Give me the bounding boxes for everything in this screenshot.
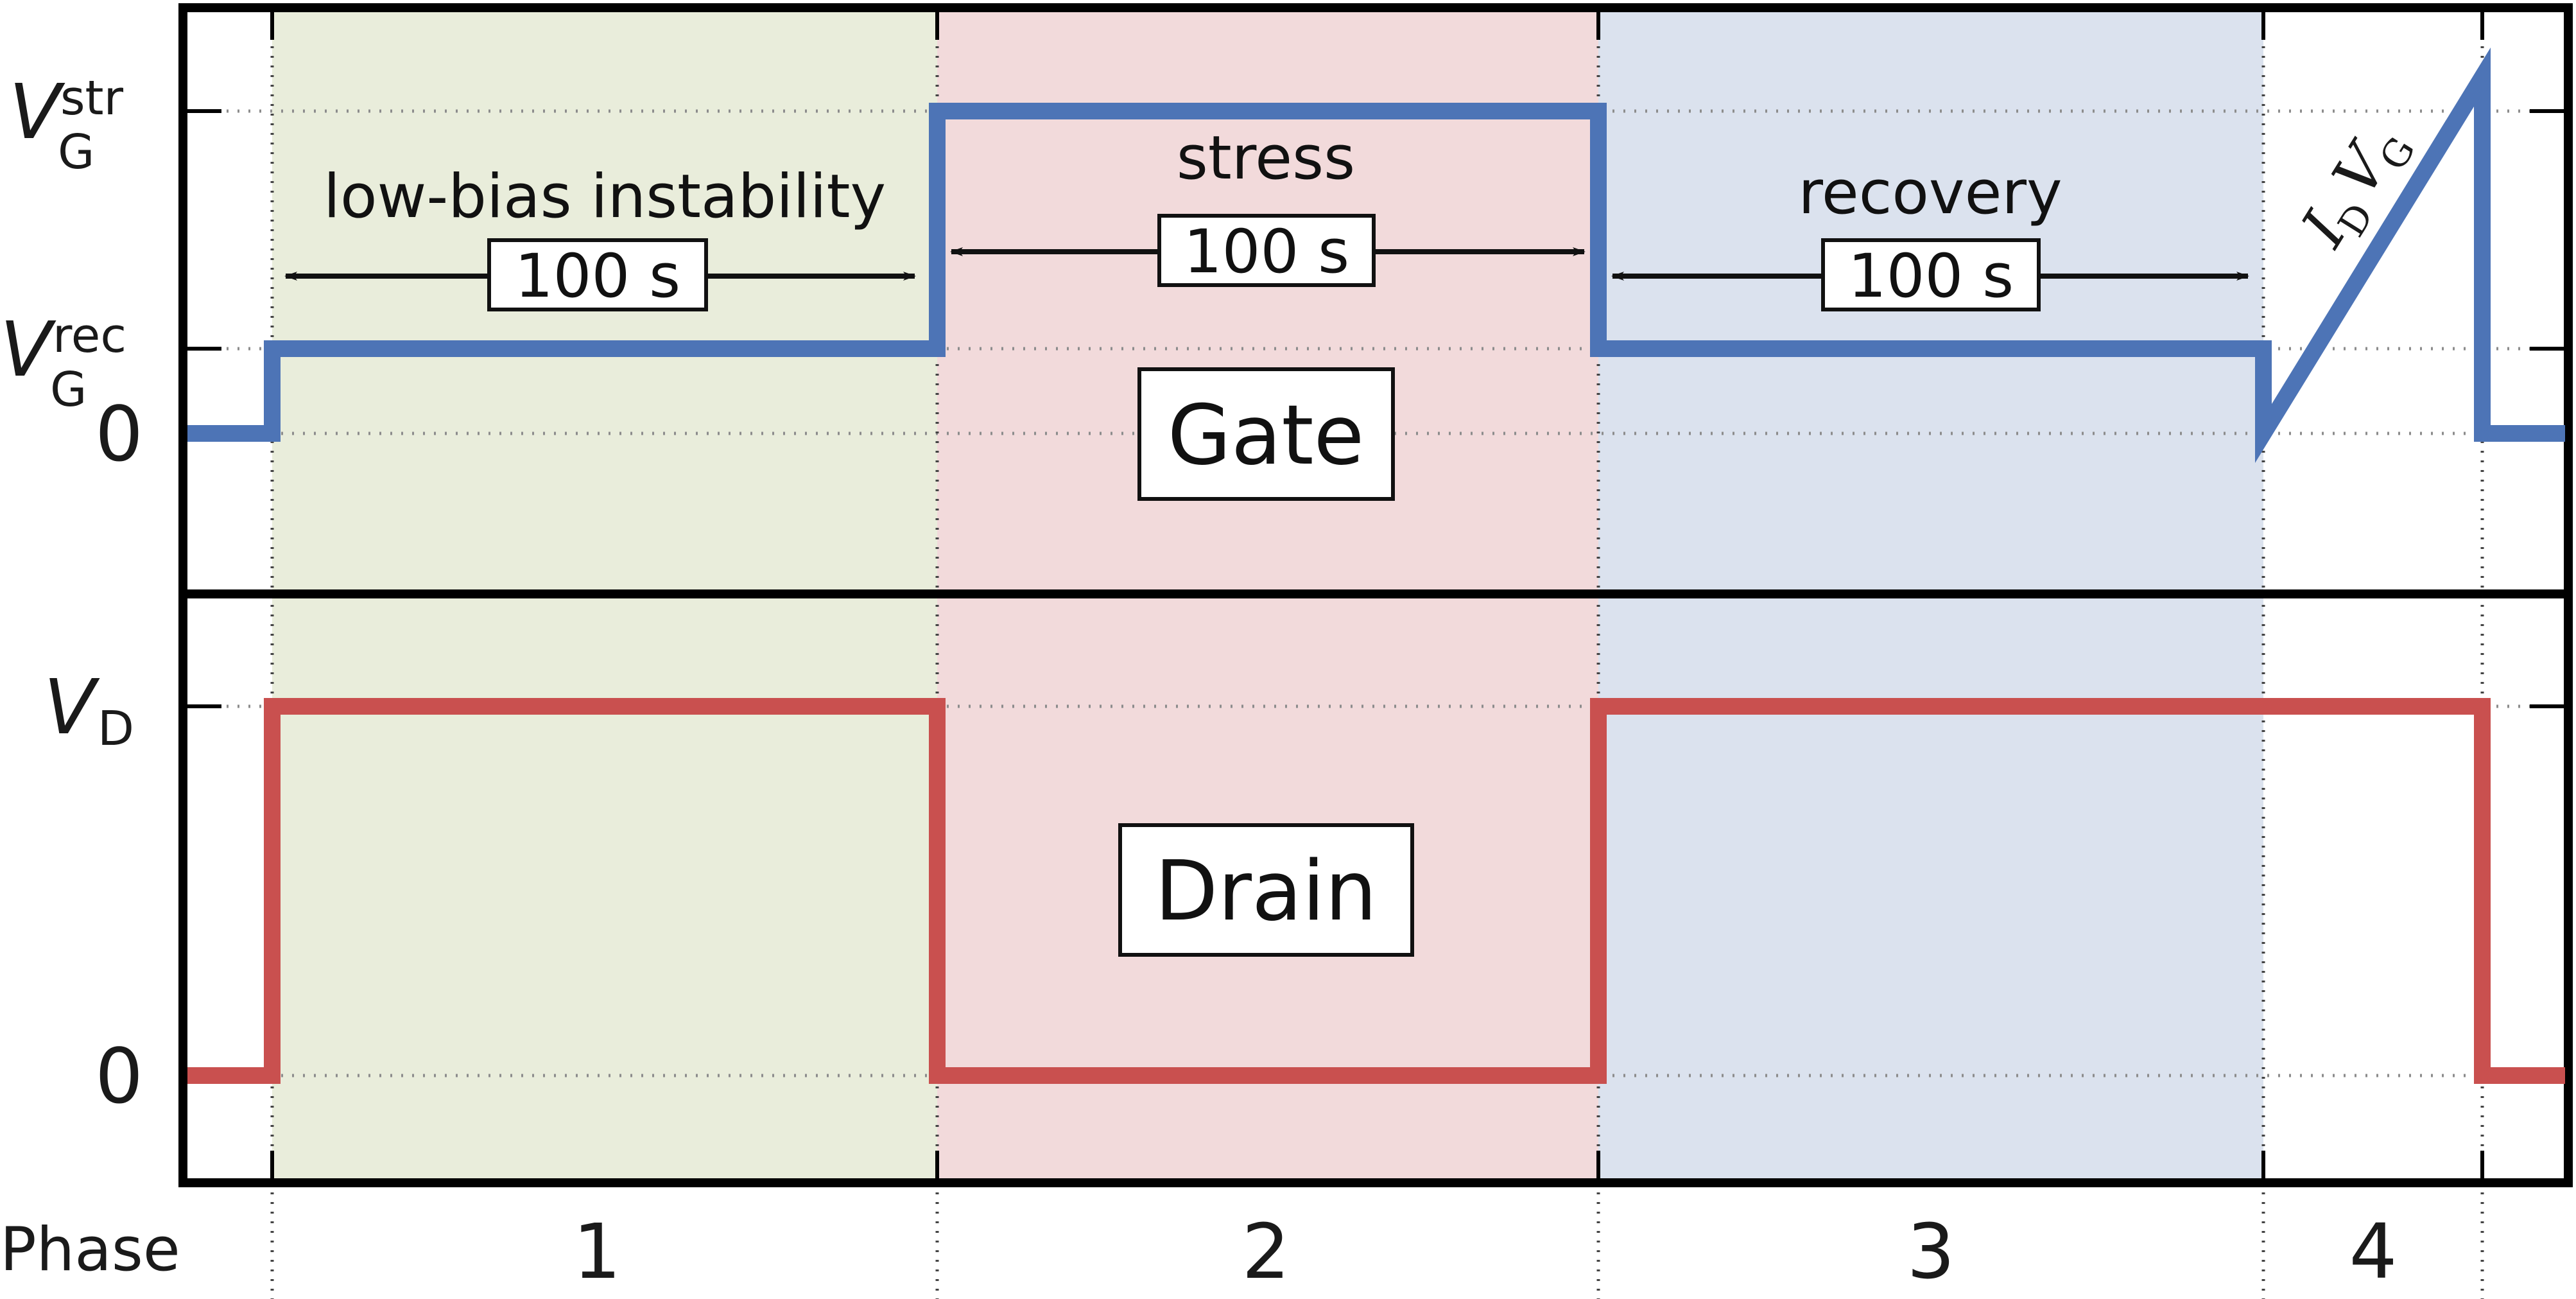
svg-text:G: G (50, 362, 87, 417)
phase1-duration-box (487, 238, 708, 311)
drain-panel-label: Drain (1155, 844, 1377, 939)
svg-text:rec: rec (53, 308, 126, 363)
gate-panel-label: Gate (1168, 388, 1365, 484)
label-vd: V D (44, 663, 134, 756)
phase2-duration-label: 100 s (1184, 217, 1349, 287)
drain-label-box (1118, 823, 1414, 957)
phase2-duration-box (1157, 214, 1376, 287)
phase1-duration-label: 100 s (515, 241, 680, 311)
drain-panel-frame (178, 589, 2573, 1187)
gate-label-box (1137, 367, 1395, 501)
svg-text:V: V (9, 67, 65, 156)
phase-number-1: 1 (573, 1207, 621, 1296)
label-vg-rec: V G rec (0, 305, 126, 417)
phase1-title: low-bias instability (324, 162, 886, 232)
svg-text:str: str (60, 71, 124, 126)
phase3-duration-box (1821, 238, 2041, 311)
svg-text:D: D (98, 701, 134, 756)
phase2-title: stress (1177, 123, 1355, 193)
phase-row-title: Phase (0, 1215, 180, 1285)
svg-text:V: V (0, 305, 56, 394)
label-vg-str: V G str (9, 67, 124, 180)
label-drain-zero: 0 (95, 1032, 143, 1120)
phase-number-3: 3 (1906, 1207, 1955, 1296)
phase3-duration-label: 100 s (1848, 241, 2014, 311)
svg-text:G: G (58, 125, 94, 180)
phase-boundaries (270, 8, 2484, 1299)
svg-text:V: V (44, 663, 100, 751)
label-gate-zero: 0 (95, 390, 143, 478)
phase-number-2: 2 (1241, 1207, 1290, 1296)
phase3-title: recovery (1798, 158, 2062, 228)
ramp-label: I D V G (2288, 129, 2424, 259)
gate-signal-line (187, 48, 2565, 463)
phase-number-4: 4 (2349, 1207, 2397, 1296)
drain-signal-line (187, 698, 2565, 1084)
